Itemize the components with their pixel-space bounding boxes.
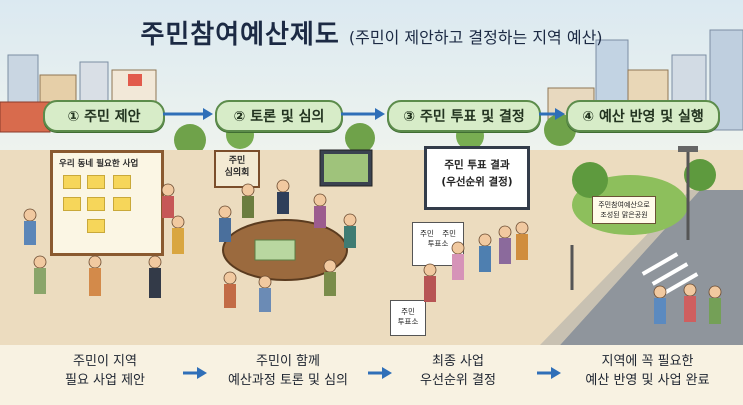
arrow-right-icon xyxy=(368,367,392,379)
council-sign-line1: 주민 xyxy=(228,156,246,166)
step-1-pill: ① 주민 제안 xyxy=(43,100,165,132)
vote-result-screen: 주민 투표 결과 (우선순위 결정) xyxy=(424,146,530,210)
step-1-label: ① 주민 제안 xyxy=(67,109,141,125)
caption-strip xyxy=(0,345,743,405)
caption-3-line1: 최종 사업 xyxy=(432,354,484,369)
caption-1-line2: 필요 사업 제안 xyxy=(64,373,146,388)
sticky-note xyxy=(87,197,105,211)
park-sign: 주민참여예산으로 조성된 맑은공원 xyxy=(592,196,656,224)
arrow-right-icon xyxy=(163,108,213,120)
step-4-pill: ④ 예산 반영 및 실행 xyxy=(566,100,720,132)
arrow-right-icon xyxy=(537,367,561,379)
step-3-label: ③ 주민 투표 및 결정 xyxy=(403,109,525,125)
park-sign-line2: 조성된 맑은공원 xyxy=(600,211,648,219)
park-sign-line1: 주민참여예산으로 xyxy=(598,201,650,209)
step-2-pill: ② 토론 및 심의 xyxy=(215,100,343,132)
sticky-note xyxy=(87,175,105,189)
step-3-pill: ③ 주민 투표 및 결정 xyxy=(387,100,541,132)
sticky-note xyxy=(63,175,81,189)
arrow-right-icon xyxy=(183,367,207,379)
sticky-note xyxy=(113,175,131,189)
arrow-right-icon xyxy=(539,108,565,120)
ballot-box-1-line2: 투표소 xyxy=(427,239,449,248)
caption-2-line2: 예산과정 토론 및 심의 xyxy=(227,373,349,388)
arrow-right-icon xyxy=(341,108,385,120)
caption-4-line1: 지역에 꼭 필요한 xyxy=(601,354,694,369)
ballot-box: 주민 투표소 xyxy=(390,300,426,336)
caption-3: 최종 사업 우선순위 결정 xyxy=(398,352,518,390)
board-title: 우리 동네 필요한 사업 xyxy=(59,159,139,169)
title-main: 주민참여예산제도 xyxy=(140,20,340,50)
ballot-side-label: 주민 xyxy=(419,229,434,238)
caption-4-line2: 예산 반영 및 사업 완료 xyxy=(585,373,710,388)
caption-4: 지역에 꼭 필요한 예산 반영 및 사업 완료 xyxy=(565,352,730,390)
sticky-note xyxy=(63,197,81,211)
sticky-note xyxy=(87,219,105,233)
ballot-box-2-line1: 주민 xyxy=(401,307,415,316)
ballot-box-1-line1: 주민 xyxy=(442,229,456,238)
ballot-box-2-line2: 투표소 xyxy=(397,317,419,326)
caption-3-line2: 우선순위 결정 xyxy=(420,373,496,388)
step-4-label: ④ 예산 반영 및 실행 xyxy=(582,109,704,125)
caption-1-line1: 주민이 지역 xyxy=(73,354,137,369)
caption-2: 주민이 함께 예산과정 토론 및 심의 xyxy=(208,352,368,390)
result-line1: 주민 투표 결과 xyxy=(444,159,510,171)
council-sign: 주민 심의회 xyxy=(214,150,260,188)
result-line2: (우선순위 결정) xyxy=(441,176,513,188)
title-subtitle: (주민이 제안하고 결정하는 지역 예산) xyxy=(348,28,603,47)
sticky-note xyxy=(113,197,131,211)
page-title: 주민참여예산제도 (주민이 제안하고 결정하는 지역 예산) xyxy=(0,14,743,51)
step-2-label: ② 토론 및 심의 xyxy=(233,109,325,125)
caption-2-line1: 주민이 함께 xyxy=(256,354,320,369)
council-sign-line2: 심의회 xyxy=(224,168,250,178)
caption-1: 주민이 지역 필요 사업 제안 xyxy=(40,352,170,390)
